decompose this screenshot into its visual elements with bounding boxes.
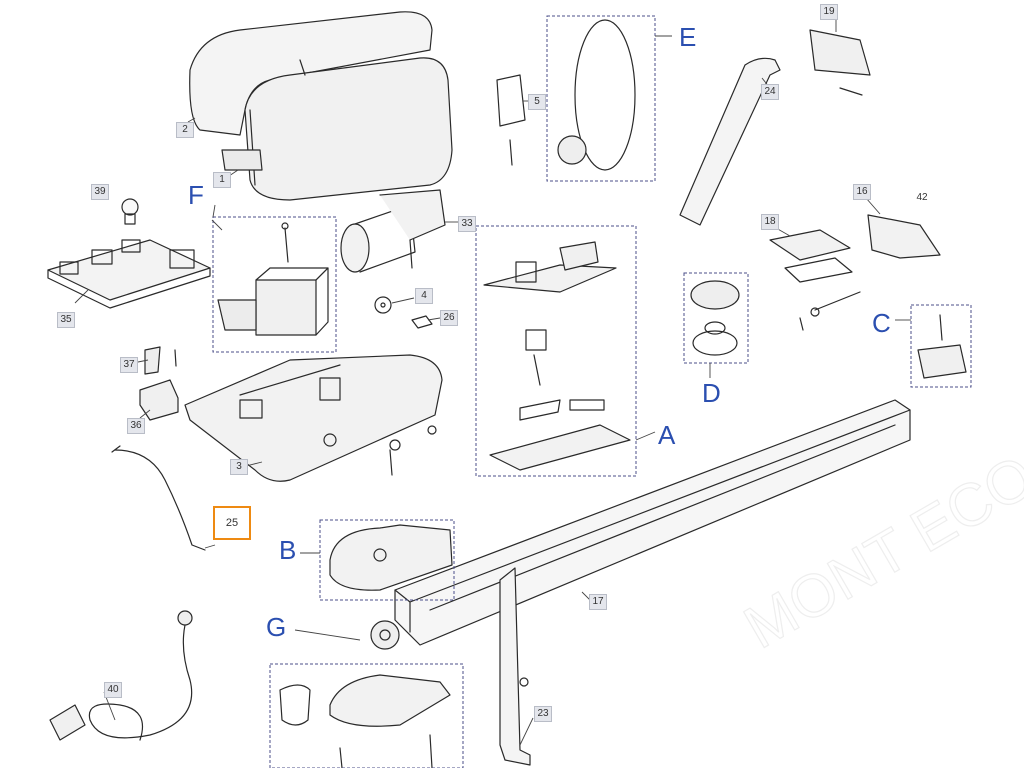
callout-42[interactable]: 42 (916, 192, 928, 203)
group-c-box (910, 304, 972, 388)
group-label-d: D (702, 378, 721, 408)
transformer (217, 222, 329, 336)
callout-2[interactable]: 2 (176, 122, 194, 138)
group-a-box (475, 225, 637, 477)
end-cover (329, 524, 453, 591)
callout-39[interactable]: 39 (91, 184, 109, 200)
gear-motor (340, 189, 446, 273)
group-e-box (546, 15, 656, 182)
callout-23[interactable]: 23 (534, 706, 552, 722)
callout-26[interactable]: 26 (440, 310, 458, 326)
group-a-parts (483, 241, 631, 471)
washer (374, 296, 392, 314)
group-g-box (269, 663, 464, 768)
bulb (121, 198, 139, 225)
door-bracket (867, 214, 941, 259)
callout-37[interactable]: 37 (120, 357, 138, 373)
callout-17[interactable]: 17 (589, 594, 607, 610)
group-d-box (683, 272, 749, 364)
callout-5[interactable]: 5 (528, 94, 546, 110)
callout-1[interactable]: 1 (213, 172, 231, 188)
callout-3[interactable]: 3 (230, 459, 248, 475)
callout-35[interactable]: 35 (57, 312, 75, 328)
circuit-board (47, 239, 211, 309)
release-cord (557, 19, 636, 171)
callout-16[interactable]: 16 (853, 184, 871, 200)
group-b-box (319, 519, 455, 601)
lower-housing (329, 674, 451, 727)
drive-gear (370, 620, 400, 650)
group-f-box (212, 216, 337, 353)
bracket-18 (769, 229, 851, 261)
callout-24[interactable]: 24 (761, 84, 779, 100)
hanging-bracket (679, 57, 781, 226)
group-label-g: G (266, 612, 287, 642)
connector-block (139, 346, 179, 421)
callout-36[interactable]: 36 (127, 418, 145, 434)
power-cord (49, 610, 193, 741)
callout-18[interactable]: 18 (761, 214, 779, 230)
pulley-assembly (690, 280, 740, 356)
clip-c (917, 344, 967, 379)
base-plate (184, 354, 443, 482)
group-label-a: A (658, 420, 676, 450)
motor-cover (189, 11, 453, 201)
clip-g (279, 684, 311, 726)
cable-harness (114, 449, 206, 551)
group-label-e: E (679, 22, 697, 52)
group-label-b: B (279, 535, 297, 565)
group-label-c: C (872, 308, 891, 338)
wall-bracket (809, 29, 871, 76)
bush (496, 74, 526, 127)
callout-4[interactable]: 4 (415, 288, 433, 304)
callout-19[interactable]: 19 (820, 4, 838, 20)
callout-33[interactable]: 33 (458, 216, 476, 232)
block-26 (411, 315, 433, 329)
rail-hanger (499, 567, 531, 766)
callout-25-selected[interactable]: 25 (213, 506, 251, 540)
callout-40[interactable]: 40 (104, 682, 122, 698)
group-label-f: F (188, 180, 204, 210)
